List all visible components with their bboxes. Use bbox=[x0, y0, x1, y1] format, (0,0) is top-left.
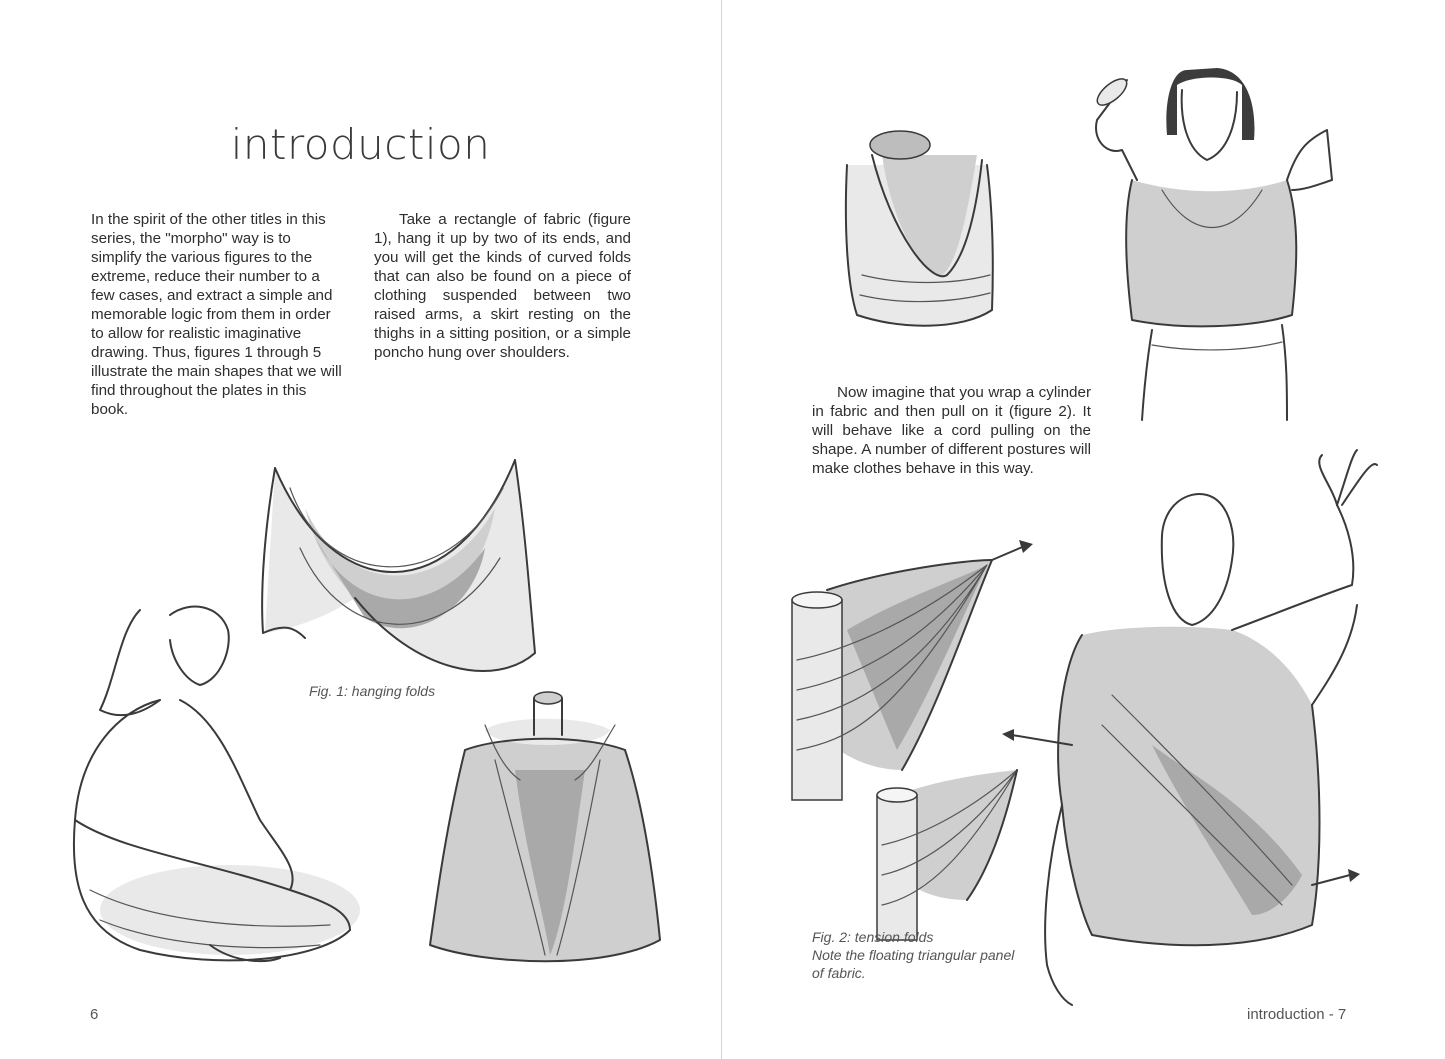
left-page: introduction In the spirit of the other … bbox=[0, 0, 721, 1059]
intro-paragraph-2: Take a rectangle of fabric (figure 1), h… bbox=[374, 211, 631, 361]
draped-top-illustration bbox=[844, 130, 994, 327]
man-raised-arm-illustration bbox=[1002, 449, 1378, 1006]
gutter-divider bbox=[721, 0, 722, 1059]
right-page: Now imagine that you wrap a cylinder in … bbox=[722, 0, 1445, 1059]
tension-paragraph: Now imagine that you wrap a cylinder in … bbox=[812, 384, 1091, 477]
fig2-caption-title: Fig. 2: tension folds bbox=[812, 929, 934, 945]
page-folio: introduction - 7 bbox=[1247, 1006, 1347, 1023]
fig2-caption-note-line1: Note the floating triangular panel bbox=[812, 947, 1015, 963]
page-number: 6 bbox=[90, 1006, 99, 1023]
fig1-caption: Fig. 1: hanging folds bbox=[309, 683, 436, 699]
fig2-caption-note-line2: of fabric. bbox=[812, 965, 866, 981]
woman-raised-arms-illustration bbox=[1095, 68, 1333, 421]
intro-paragraph-1: In the spirit of the other titles in thi… bbox=[91, 211, 342, 418]
hanging-cloth-illustration bbox=[261, 459, 536, 672]
small-wrapped-cylinder-illustration bbox=[876, 769, 1018, 941]
wrapped-cylinder-illustration bbox=[791, 540, 1033, 801]
poncho-illustration bbox=[429, 691, 661, 963]
sitting-woman-illustration bbox=[72, 605, 360, 963]
fig2-caption: Fig. 2: tension folds Note the floating … bbox=[812, 928, 1052, 982]
page-title: introduction bbox=[230, 120, 491, 169]
